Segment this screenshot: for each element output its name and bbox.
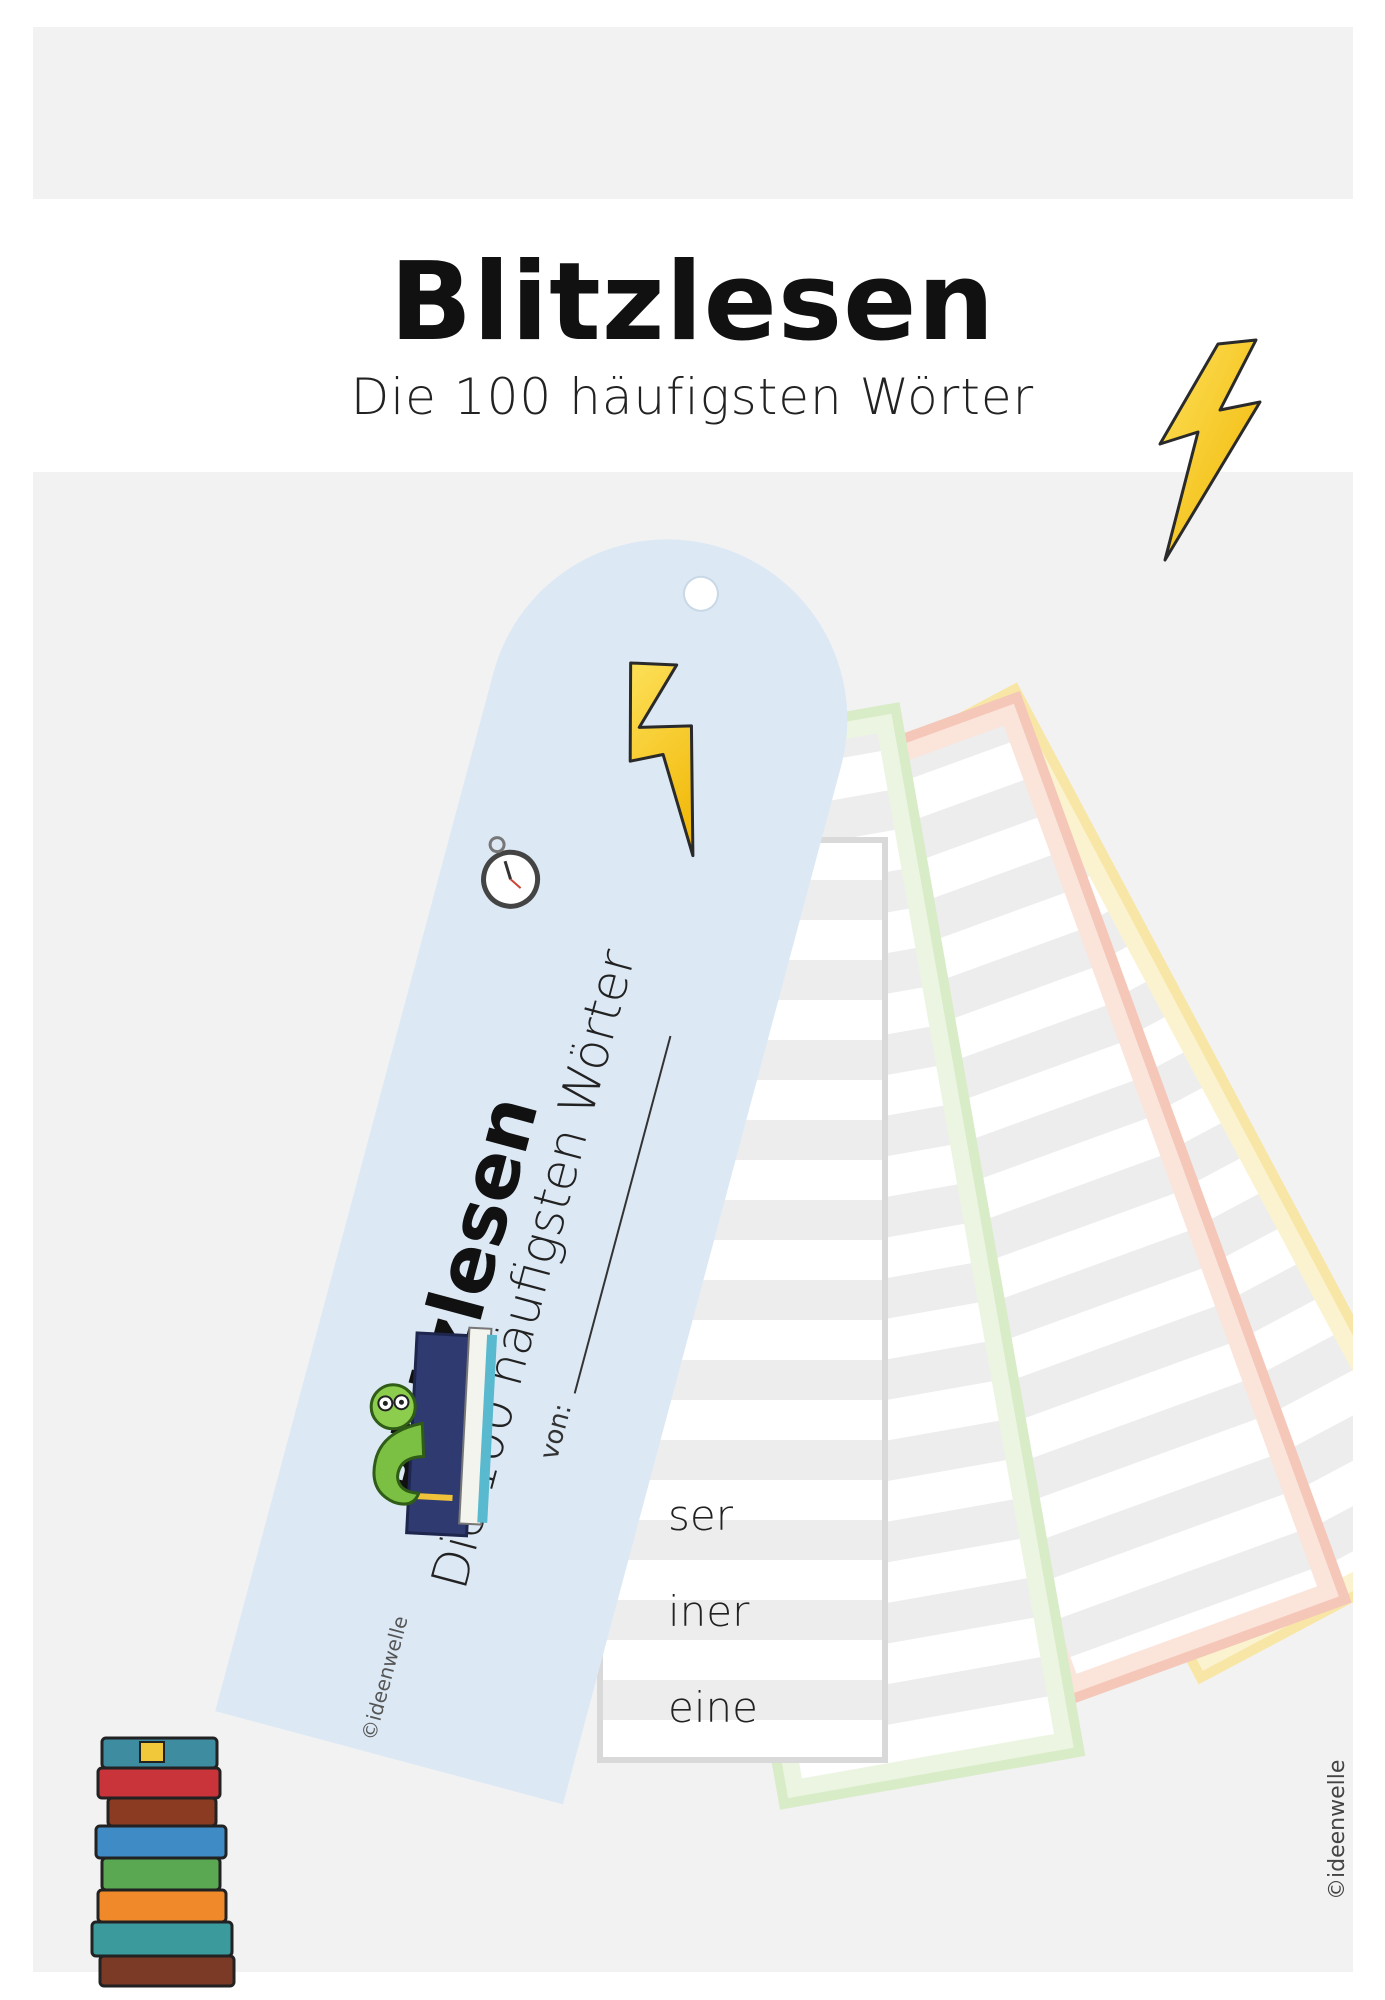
stopwatch-icon (481, 836, 541, 909)
word-line-3: eine (668, 1683, 758, 1732)
bookmark-hole (682, 575, 719, 612)
book-stack-icon (90, 1736, 236, 1988)
bookmark: Blitzlesen Die 100 häufigsten Wörter von… (215, 539, 848, 1805)
bookworm-icon (369, 1326, 498, 1538)
owner-name-line (573, 1035, 672, 1394)
page-title: Blitzlesen (389, 240, 996, 365)
page-copyright: ©ideenwelle (1325, 1759, 1350, 1900)
word-line-1: ser (668, 1491, 734, 1540)
top-gray-band (33, 27, 1353, 199)
page-subtitle: Die 100 häufigsten Wörter (350, 368, 1035, 426)
word-line-2: iner (668, 1587, 750, 1636)
lightning-bolt-icon (1158, 338, 1262, 562)
lightning-bolt-icon (628, 661, 695, 858)
